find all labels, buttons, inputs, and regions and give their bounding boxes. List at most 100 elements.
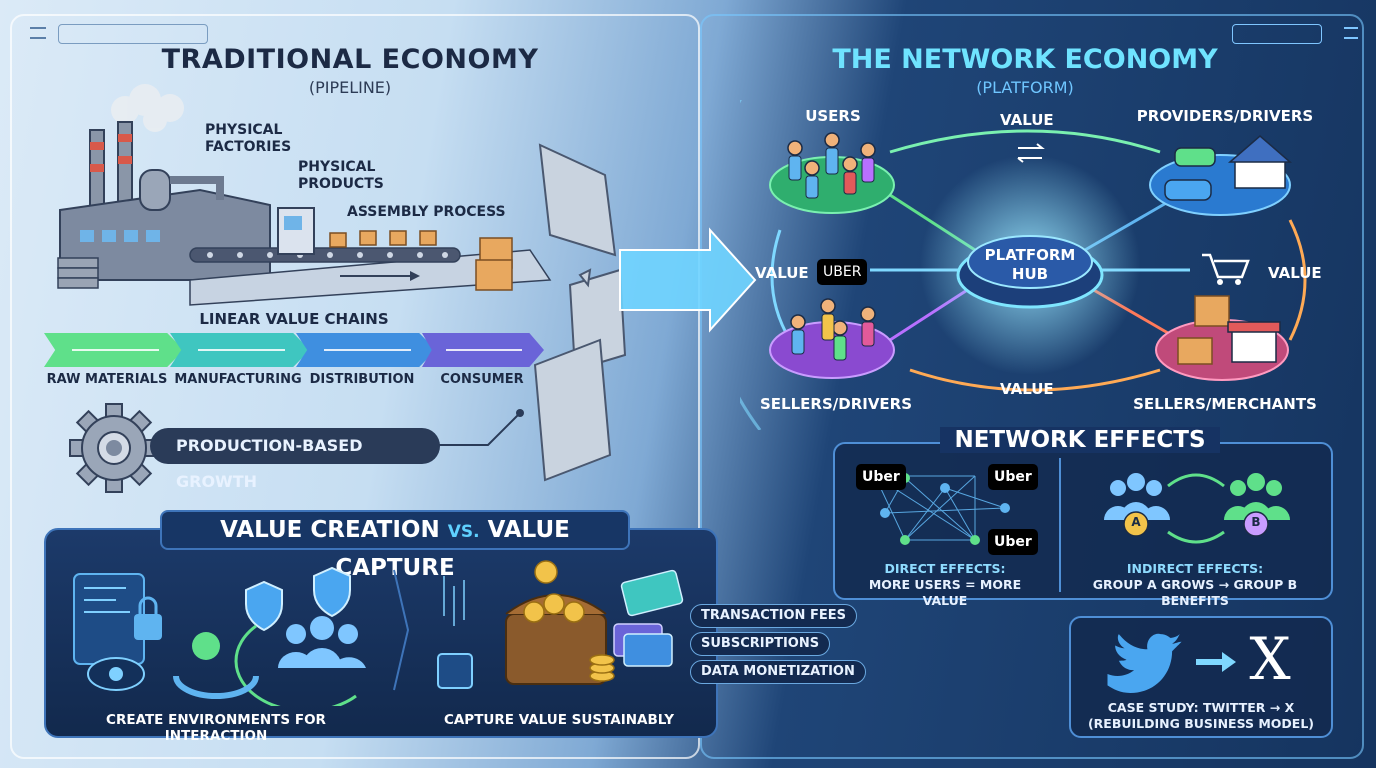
value-label-left: VALUE: [755, 264, 809, 282]
smokestacks: [89, 121, 133, 211]
network-effects-title: NETWORK EFFECTS: [940, 427, 1220, 453]
case-study-caption: CASE STUDY: TWITTER → X (REBUILDING BUSI…: [1069, 700, 1333, 732]
menu-icon: [30, 27, 46, 39]
fee-subscriptions: SUBSCRIPTIONS: [690, 632, 831, 656]
cycle-arrow: [234, 624, 357, 706]
network-panel-frame: [700, 14, 1364, 759]
gear-icon: [69, 403, 159, 493]
package-boxes-icon: [1177, 295, 1230, 365]
value-title-vs: vs.: [447, 522, 480, 542]
bird-icon: [1107, 633, 1182, 693]
chip-icon: [437, 653, 473, 689]
chain-step-raw-materials: [44, 333, 184, 367]
traditional-title: TRADITIONAL ECONOMY: [161, 44, 539, 75]
network-title: THE NETWORK ECONOMY: [832, 44, 1218, 75]
arrow-b-to-a: [1167, 530, 1225, 544]
effects-divider: [1059, 458, 1061, 592]
raw-material-stack: [57, 257, 99, 289]
create-caption: CREATE ENVIRONMENTS FOR INTERACTION: [106, 712, 326, 744]
x-logo-icon: X: [1249, 625, 1291, 693]
group-b-label: B: [1251, 515, 1261, 529]
node-users: [769, 132, 895, 214]
value-creation-illustration: [73, 566, 366, 706]
label-sellers-merchants: SELLERS/MERCHANTS: [1133, 395, 1317, 413]
twitter-to-x-illustration: [1107, 633, 1236, 693]
value-label-bottom: VALUE: [1000, 380, 1054, 398]
chain-step-manufacturing: [170, 333, 310, 367]
chain-step-consumer: [422, 333, 544, 367]
arrow-a-to-b: [1167, 473, 1225, 488]
menu-icon-right: [1344, 27, 1358, 39]
assembly-machine: [277, 207, 315, 255]
indirect-caption-line2: GROUP A GROWS → GROUP B BENEFITS: [1092, 577, 1298, 608]
network-subtitle: (PLATFORM): [976, 78, 1074, 97]
group-a-label: A: [1131, 515, 1141, 529]
node-sellers-drivers: [769, 298, 895, 379]
person-avatar-icon: [192, 632, 220, 660]
uber-node-3: Uber: [988, 529, 1038, 555]
chain-label-raw-materials: RAW MATERIALS: [46, 372, 168, 387]
direct-caption-line2: MORE USERS = MORE VALUE: [868, 577, 1022, 608]
growth-connector: [438, 409, 524, 446]
bill-icon: [620, 569, 684, 617]
value-flow-arrows: [770, 129, 1307, 392]
traditional-panel-frame: [10, 14, 700, 759]
chain-title: LINEAR VALUE CHAINS: [199, 310, 389, 328]
sellers-people-icon: [790, 298, 876, 336]
group-a-icon: [1104, 473, 1170, 520]
chain-label-consumer: CONSUMER: [440, 372, 524, 387]
platform-hub-label: PLATFORM HUB: [984, 246, 1076, 283]
indirect-effects-illustration: [1104, 473, 1290, 544]
label-sellers-drivers: SELLERS/DRIVERS: [760, 395, 913, 413]
section-divider-chevron: [393, 569, 410, 691]
swap-arrows-icon: [1017, 143, 1045, 163]
chain-label-distribution: DISTRIBUTION: [309, 372, 415, 387]
gold-coins: [523, 560, 615, 682]
wall-arrow: [619, 227, 757, 333]
transition-arrow: [1196, 652, 1236, 672]
label-physical-factories: PHYSICAL FACTORIES: [205, 122, 292, 155]
production-growth-label: PRODUCTION-BASED GROWTH: [150, 428, 440, 491]
people-group-icon: [278, 616, 366, 668]
label-users: USERS: [805, 107, 861, 125]
wall-fragments: [533, 143, 627, 482]
car-icon: [1174, 147, 1216, 167]
value-title-creation: VALUE CREATION: [220, 517, 440, 543]
direct-effects-caption: DIRECT EFFECTS: MORE USERS = MORE VALUE: [845, 561, 1045, 609]
platform-network-diagram: [740, 100, 1307, 430]
direct-caption-line1: DIRECT EFFECTS:: [884, 561, 1006, 576]
shield-check-icon: [245, 580, 283, 632]
uber-badge: UBER: [817, 259, 868, 285]
fee-data-monetization: DATA MONETIZATION: [690, 660, 866, 684]
uber-node-1: Uber: [856, 464, 906, 490]
data-lines: [443, 576, 465, 626]
node-sellers-merchants: [1155, 253, 1289, 381]
value-label-top: VALUE: [1000, 111, 1054, 129]
case-study-line1: CASE STUDY: TWITTER → X: [1107, 700, 1295, 715]
indirect-caption-line1: INDIRECT EFFECTS:: [1126, 561, 1264, 576]
storefront-icon: [1231, 327, 1277, 363]
chain-label-manufacturing: MANUFACTURING: [174, 372, 302, 387]
factory-smoke: [111, 84, 184, 132]
chain-step-distribution: [296, 333, 436, 367]
shopping-cart-icon: [1202, 253, 1250, 279]
product-boxes: [329, 230, 513, 291]
breaking-wall-transition: [533, 143, 757, 482]
label-physical-products: PHYSICAL PRODUCTS: [298, 159, 384, 192]
linear-value-chain: [44, 333, 544, 367]
users-people-icon: [787, 132, 876, 176]
indirect-effects-caption: INDIRECT EFFECTS: GROUP A GROWS → GROUP …: [1062, 561, 1328, 609]
node-providers: [1149, 135, 1293, 216]
lock-icon: [134, 614, 162, 640]
platform-ring: [173, 675, 259, 699]
value-label-right: VALUE: [1268, 264, 1322, 282]
value-capture-illustration: [437, 560, 684, 689]
toolbar-icons: [1232, 24, 1322, 44]
search-bar: [58, 24, 208, 44]
factory-illustration: [57, 84, 552, 306]
traditional-subtitle: (PIPELINE): [308, 78, 392, 97]
uber-node-2: Uber: [988, 464, 1038, 490]
label-providers: PROVIDERS/DRIVERS: [1136, 107, 1314, 125]
capture-caption: CAPTURE VALUE SUSTAINABLY: [443, 712, 675, 728]
conveyor-belt: [189, 247, 552, 306]
